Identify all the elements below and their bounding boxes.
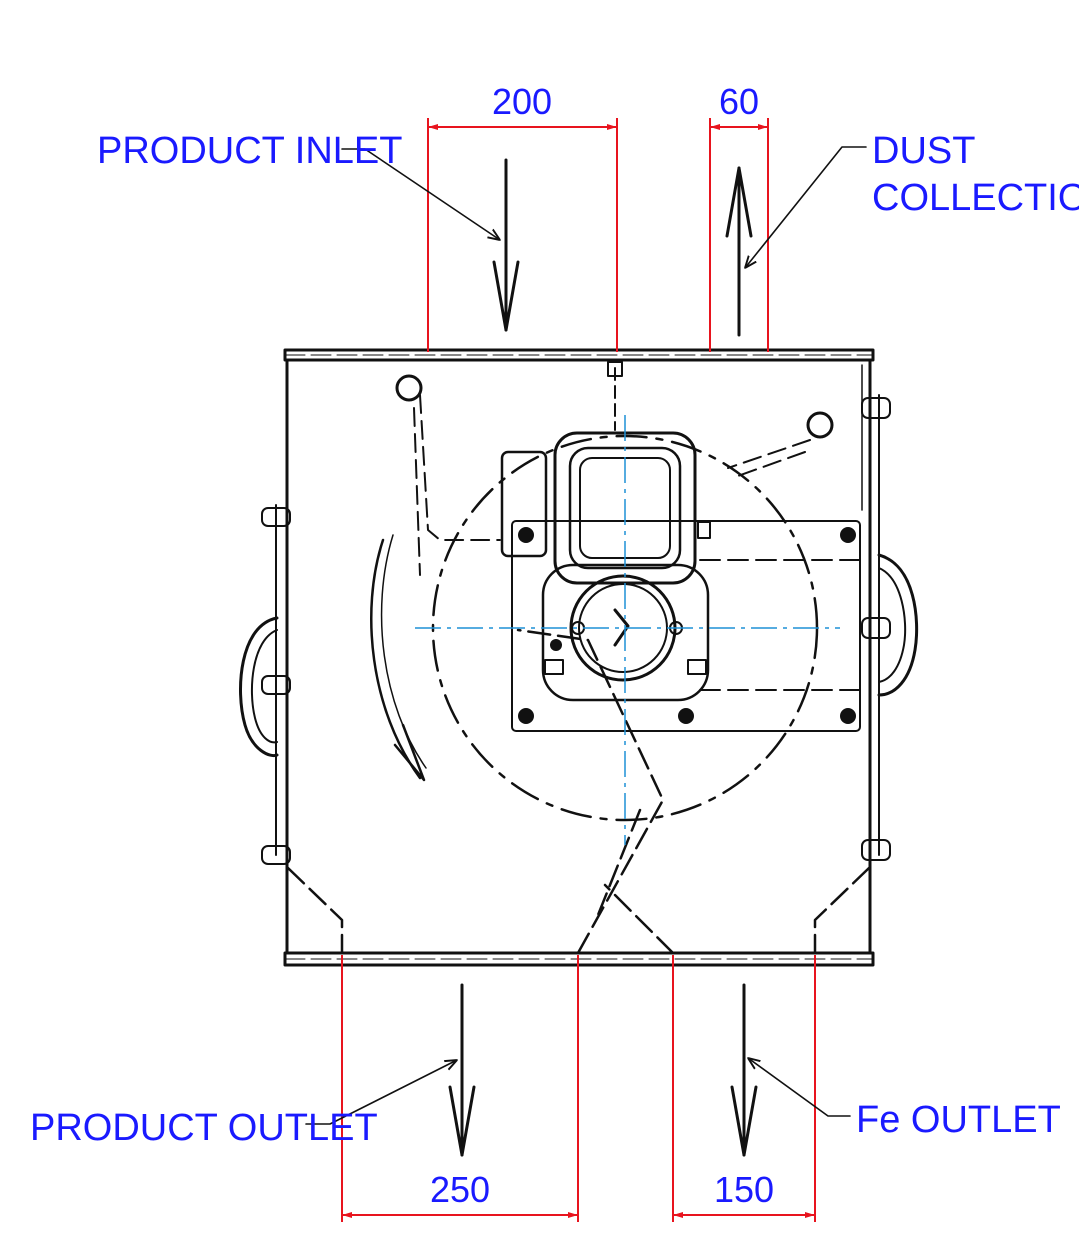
- product-outlet-flow-arrow: [448, 983, 476, 1157]
- dimension-inlet-value: 200: [492, 81, 552, 122]
- fe-outlet-flow-arrow: [730, 983, 758, 1157]
- dimension-product-outlet-value: 250: [430, 1169, 490, 1210]
- right-handle: [877, 553, 919, 697]
- dust-collection-text-line1: DUST: [872, 130, 975, 172]
- product-outlet-text: PRODUCT OUTLET: [30, 1107, 378, 1149]
- latches: [261, 397, 891, 865]
- chutes: [286, 628, 871, 955]
- label-product-outlet: PRODUCT OUTLET: [30, 1060, 457, 1149]
- dust-flow-arrow: [725, 166, 753, 337]
- center-lines: [415, 415, 840, 845]
- bolts: [518, 527, 856, 724]
- dimension-product-outlet: 250: [341, 955, 579, 1222]
- rotation-arrow: [370, 534, 427, 782]
- label-dust-collection: DUST COLLECTION: [745, 130, 1079, 268]
- flow-arrows: [448, 158, 758, 1157]
- label-product-inlet: PRODUCT INLET: [97, 130, 500, 240]
- dust-collection-text-line2: COLLECTION: [872, 177, 1079, 219]
- dimension-fe-outlet: 150: [672, 955, 816, 1222]
- label-fe-outlet: Fe OUTLET: [748, 1058, 1061, 1141]
- brush-arms: [395, 361, 834, 576]
- dimension-dust-value: 60: [719, 81, 759, 122]
- inlet-flow-arrow: [492, 158, 520, 332]
- dimension-dust: 60: [709, 81, 769, 352]
- product-inlet-text: PRODUCT INLET: [97, 130, 402, 172]
- drive-assembly: [500, 431, 861, 732]
- left-handle: [239, 616, 279, 758]
- dimension-fe-outlet-value: 150: [714, 1169, 774, 1210]
- dimension-inlet: 200: [427, 81, 618, 352]
- fe-outlet-text: Fe OUTLET: [856, 1099, 1061, 1141]
